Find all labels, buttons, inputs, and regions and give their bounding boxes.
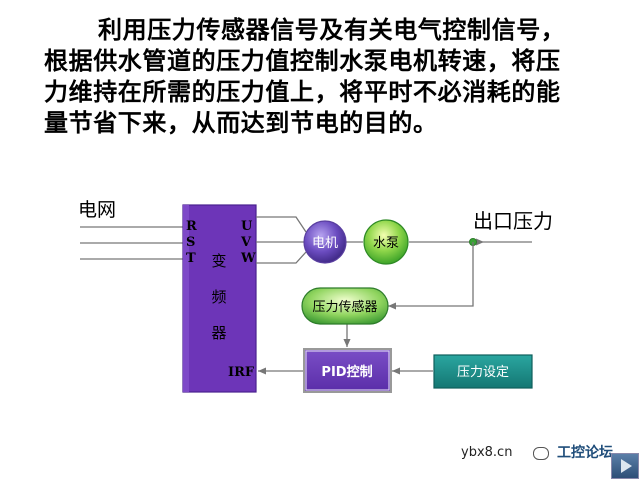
play-icon[interactable] — [611, 453, 639, 479]
vfd-feedback-terminal: IRF — [228, 365, 255, 380]
motor-node — [303, 220, 347, 264]
pump-node — [363, 219, 409, 265]
grid-input-lines — [80, 226, 183, 260]
pid-box — [303, 348, 392, 393]
paragraph-line-4: 量节省下来，从而达到节电的目的。 — [44, 108, 438, 137]
vfd-name-char-2: 频 — [211, 288, 226, 306]
vfd-input-t: T — [186, 251, 196, 266]
output-line-u — [256, 216, 307, 233]
vfd-name-char-3: 器 — [211, 324, 226, 342]
outlet-pressure-label: 出口压力 — [473, 209, 553, 233]
vfd-output-lines — [256, 216, 307, 264]
vfd-output-v: V — [240, 235, 252, 250]
vfd-input-s: S — [186, 235, 195, 250]
paragraph-line-2: 根据供水管道的压力值控制水泵电机转速，将压 — [44, 46, 561, 75]
motor-label: 电机 — [312, 236, 338, 251]
watermark-area — [464, 441, 640, 480]
watermark-brand: 工控论坛 — [557, 445, 613, 461]
paragraph-line-3: 力维持在所需的压力值上，将平时不必消耗的能 — [44, 77, 561, 106]
grid-label: 电网 — [78, 199, 117, 221]
vfd-left-edge — [183, 205, 189, 392]
pressure-sensor-label: 压力传感器 — [312, 299, 377, 315]
paragraph-line-1: 利用压力传感器信号及有关电气控制信号， — [98, 15, 566, 44]
pressure-sensor-node — [301, 287, 389, 325]
chat-icon — [533, 447, 549, 460]
vfd-input-r: R — [186, 219, 197, 234]
vfd-output-u: U — [241, 219, 253, 234]
pressure-setpoint-box — [433, 354, 533, 389]
vfd-output-w: W — [240, 251, 256, 266]
pressure-feedback-line — [388, 242, 474, 310]
vfd-name-char-1: 变 — [211, 252, 226, 270]
description-paragraph: 利用压力传感器信号及有关电气控制信号， 根据供水管道的压力值控制水泵电机转速，将… — [44, 14, 604, 138]
pump-label: 水泵 — [373, 236, 399, 251]
watermark-site: ybx8.cn — [461, 445, 513, 460]
output-line-w — [256, 251, 307, 264]
pressure-setpoint-label: 压力设定 — [457, 365, 509, 380]
pid-label: PID控制 — [321, 364, 372, 380]
